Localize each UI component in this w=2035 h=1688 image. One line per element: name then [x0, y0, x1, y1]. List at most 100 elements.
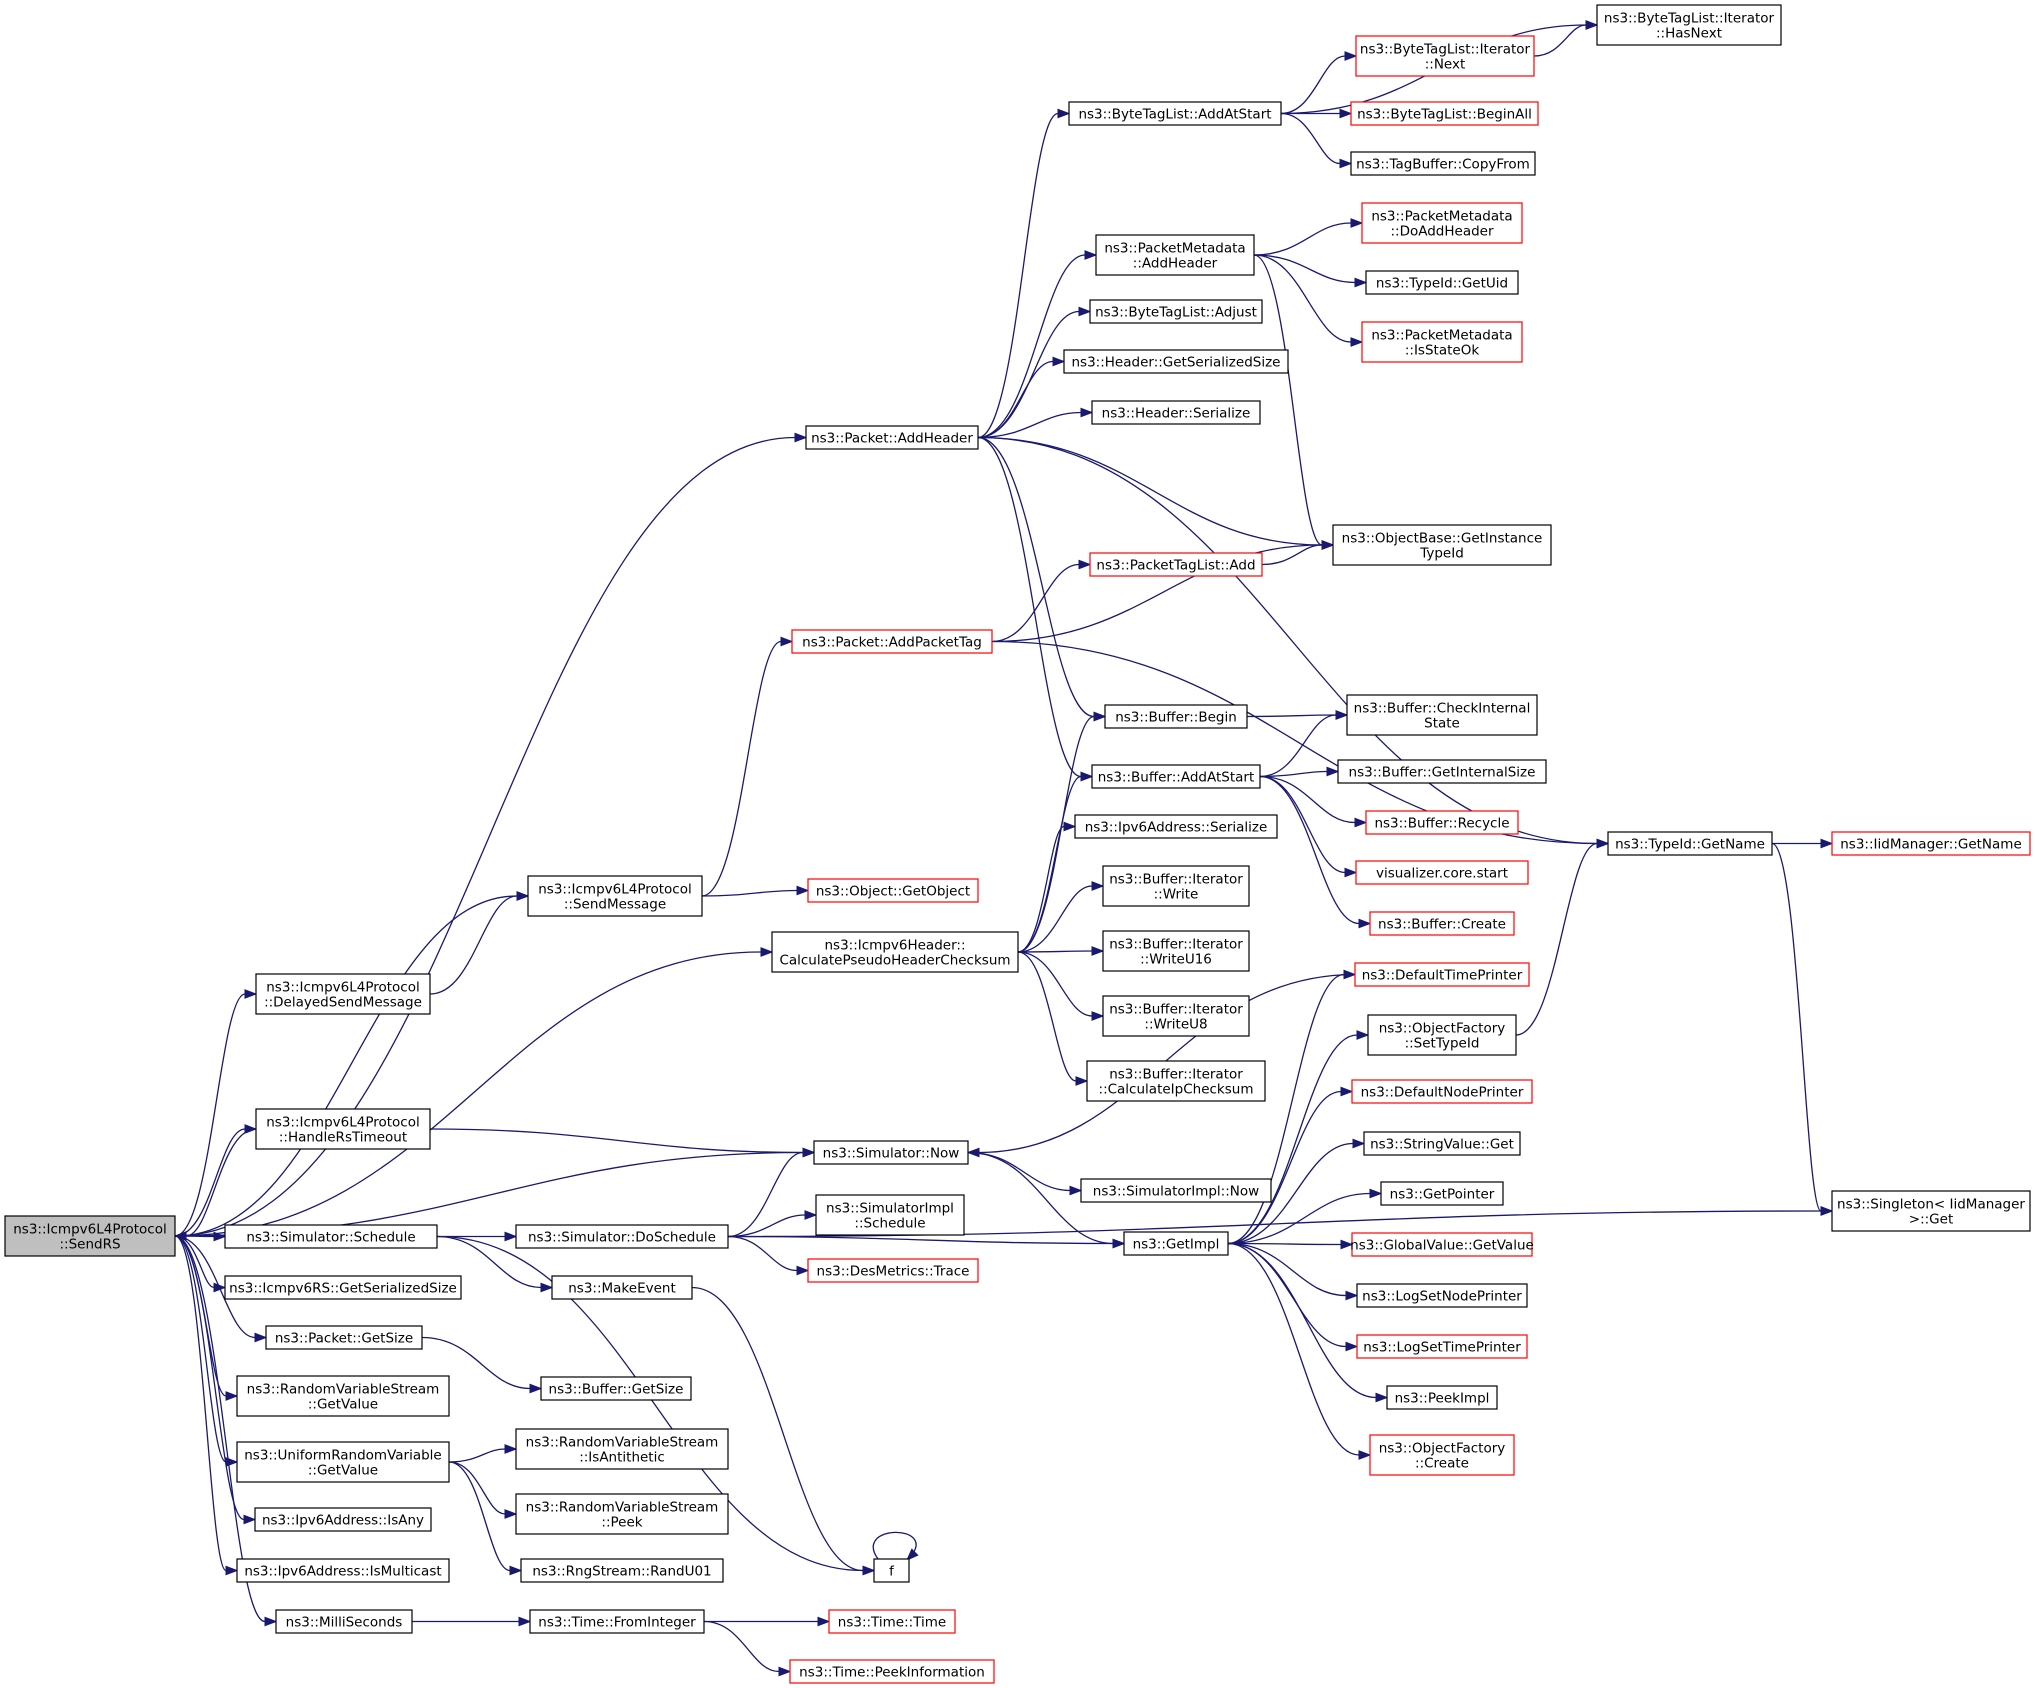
- node-pm_addheader[interactable]: ns3::PacketMetadata::AddHeader: [1095, 234, 1255, 276]
- node-btl_adjust[interactable]: ns3::ByteTagList::Adjust: [1089, 299, 1263, 324]
- node-defaulttimeprinter[interactable]: ns3::DefaultTimePrinter: [1354, 962, 1530, 987]
- node-beginall[interactable]: ns3::ByteTagList::BeginAll: [1350, 101, 1539, 126]
- node-rvs_isantithetic[interactable]: ns3::RandomVariableStream::IsAntithetic: [515, 1428, 729, 1470]
- node-label: ::DoAddHeader: [1390, 224, 1493, 240]
- arrow-head-icon: [504, 1231, 518, 1242]
- node-sim_doschedule[interactable]: ns3::Simulator::DoSchedule: [515, 1224, 729, 1249]
- node-singleton_get[interactable]: ns3::Singleton< IidManager >::Get: [1831, 1190, 2031, 1232]
- node-label: ns3::PacketMetadata: [1104, 241, 1245, 257]
- node-label: ns3::Icmpv6L4Protocol: [538, 882, 692, 898]
- node-box: [527, 875, 703, 917]
- node-b_begin[interactable]: ns3::Buffer::Begin: [1104, 704, 1248, 729]
- edge-addatstart_btl-to-next: [1280, 51, 1358, 115]
- node-sendrs[interactable]: ns3::Icmpv6L4Protocol::SendRS: [4, 1215, 176, 1257]
- node-h_serialize[interactable]: ns3::Header::Serialize: [1091, 400, 1261, 425]
- node-vis_start[interactable]: visualizer.core.start: [1355, 860, 1529, 885]
- edge-line: [174, 1235, 256, 1339]
- arrow-head-icon: [1335, 710, 1349, 720]
- node-f[interactable]: f: [873, 1558, 910, 1583]
- node-time_frominteger[interactable]: ns3::Time::FromInteger: [529, 1609, 705, 1634]
- node-getpointer[interactable]: ns3::GetPointer: [1380, 1181, 1504, 1206]
- node-delayedsend[interactable]: ns3::Icmpv6L4Protocol::DelayedSendMessag…: [255, 973, 431, 1015]
- node-b_getinternalsize[interactable]: ns3::Buffer::GetInternalSize: [1337, 759, 1547, 784]
- edge-f-to-f: [872, 1531, 919, 1561]
- node-p_getsize[interactable]: ns3::Packet::GetSize: [265, 1325, 423, 1350]
- node-sim_schedule[interactable]: ns3::Simulator::Schedule: [224, 1224, 438, 1249]
- node-ptl_add[interactable]: ns3::PacketTagList::Add: [1089, 552, 1263, 577]
- node-next[interactable]: ns3::ByteTagList::Iterator::Next: [1355, 35, 1535, 77]
- node-milliseconds[interactable]: ns3::MilliSeconds: [275, 1609, 413, 1634]
- node-calcpseudo[interactable]: ns3::Icmpv6Header::CalculatePseudoHeader…: [771, 931, 1019, 973]
- node-of_settypeid[interactable]: ns3::ObjectFactory::SetTypeId: [1367, 1014, 1517, 1056]
- node-box: [1363, 1131, 1521, 1156]
- node-rvs_peek[interactable]: ns3::RandomVariableStream::Peek: [515, 1493, 729, 1535]
- node-b_getsize[interactable]: ns3::Buffer::GetSize: [540, 1376, 692, 1401]
- node-ipv6_isany[interactable]: ns3::Ipv6Address::IsAny: [254, 1507, 432, 1532]
- node-h_getsersize[interactable]: ns3::Header::GetSerializedSize: [1063, 349, 1289, 374]
- node-bi_calcip[interactable]: ns3::Buffer::Iterator::CalculateIpChecks…: [1086, 1060, 1266, 1102]
- node-label: ns3::Singleton< IidManager: [1837, 1197, 2025, 1213]
- arrow-head-icon: [504, 1444, 518, 1454]
- arrow-head-icon: [225, 1391, 239, 1401]
- node-iid_getname[interactable]: ns3::IidManager::GetName: [1831, 831, 2031, 856]
- node-isstateok[interactable]: ns3::PacketMetadata::IsStateOk: [1361, 321, 1523, 363]
- node-label: ns3::Icmpv6RS::GetSerializedSize: [229, 1281, 457, 1297]
- node-copyfrom[interactable]: ns3::TagBuffer::CopyFrom: [1350, 151, 1536, 176]
- edge-line: [174, 1235, 227, 1463]
- node-b_addatstart[interactable]: ns3::Buffer::AddAtStart: [1091, 764, 1261, 789]
- node-urv_getvalue[interactable]: ns3::UniformRandomVariable::GetValue: [236, 1441, 450, 1483]
- node-b_create[interactable]: ns3::Buffer::Create: [1369, 911, 1515, 936]
- edge-line: [872, 1531, 917, 1560]
- node-stringvalue_get[interactable]: ns3::StringValue::Get: [1363, 1131, 1521, 1156]
- node-bi_writeu16[interactable]: ns3::Buffer::Iterator::WriteU16: [1102, 930, 1250, 972]
- node-getobject[interactable]: ns3::Object::GetObject: [807, 878, 979, 903]
- node-label: ns3::Buffer::Recycle: [1374, 816, 1509, 832]
- node-simimpl_schedule[interactable]: ns3::SimulatorImpl::Schedule: [815, 1194, 965, 1236]
- node-box: [1831, 1190, 2031, 1232]
- node-p_addheader[interactable]: ns3::Packet::AddHeader: [805, 425, 979, 450]
- node-label: ::Write: [1154, 887, 1199, 903]
- node-icmpv6rs_getsersize[interactable]: ns3::Icmpv6RS::GetSerializedSize: [224, 1275, 462, 1300]
- node-handlerstimeout[interactable]: ns3::Icmpv6L4Protocol::HandleRsTimeout: [255, 1108, 431, 1150]
- node-of_create[interactable]: ns3::ObjectFactory::Create: [1369, 1434, 1515, 1476]
- node-ipv6_serialize[interactable]: ns3::Ipv6Address::Serialize: [1074, 814, 1278, 839]
- arrow-head-icon: [1063, 821, 1077, 832]
- node-sim_now[interactable]: ns3::Simulator::Now: [813, 1140, 969, 1165]
- node-p_addpackettag[interactable]: ns3::Packet::AddPacketTag: [791, 629, 993, 654]
- edge-makeevent-to-f: [691, 1286, 876, 1576]
- node-makeevent[interactable]: ns3::MakeEvent: [551, 1275, 693, 1300]
- node-bi_writeu8[interactable]: ns3::Buffer::Iterator::WriteU8: [1102, 995, 1250, 1037]
- node-addatstart_btl[interactable]: ns3::ByteTagList::AddAtStart: [1068, 101, 1282, 126]
- node-ipv6_ismulticast[interactable]: ns3::Ipv6Address::IsMulticast: [236, 1558, 450, 1583]
- node-time_peekinfo[interactable]: ns3::Time::PeekInformation: [789, 1659, 995, 1684]
- node-box: [789, 1659, 995, 1684]
- edge-line: [1017, 951, 1077, 1082]
- node-simimpl_now[interactable]: ns3::SimulatorImpl::Now: [1080, 1178, 1272, 1203]
- node-globalvalue_get[interactable]: ns3::GlobalValue::GetValue: [1350, 1232, 1534, 1257]
- node-b_recycle[interactable]: ns3::Buffer::Recycle: [1365, 810, 1519, 835]
- node-bi_write[interactable]: ns3::Buffer::Iterator::Write: [1102, 865, 1250, 907]
- node-defaultnodeprinter[interactable]: ns3::DefaultNodePrinter: [1351, 1079, 1533, 1104]
- node-hasnext[interactable]: ns3::ByteTagList::Iterator::HasNext: [1596, 4, 1782, 46]
- node-desmetrics_trace[interactable]: ns3::DesMetrics::Trace: [807, 1258, 979, 1283]
- node-sendmessage[interactable]: ns3::Icmpv6L4Protocol::SendMessage: [527, 875, 703, 917]
- node-time_time[interactable]: ns3::Time::Time: [828, 1609, 956, 1634]
- node-peekimpl[interactable]: ns3::PeekImpl: [1386, 1385, 1498, 1410]
- arrow-head-icon: [509, 1565, 523, 1576]
- node-getimpl[interactable]: ns3::GetImpl: [1123, 1231, 1229, 1256]
- arrow-head-icon: [529, 1383, 543, 1394]
- node-pm_doaddheader[interactable]: ns3::PacketMetadata::DoAddHeader: [1361, 202, 1523, 244]
- edge-sim_now-to-simimpl_now: [967, 1151, 1083, 1196]
- node-logsetnodeprinter[interactable]: ns3::LogSetNodePrinter: [1356, 1283, 1528, 1308]
- node-label: ns3::TypeId::GetName: [1615, 837, 1765, 853]
- node-box: [1607, 831, 1773, 856]
- node-getuid[interactable]: ns3::TypeId::GetUid: [1365, 270, 1519, 295]
- node-typeid_getname[interactable]: ns3::TypeId::GetName: [1607, 831, 1773, 856]
- arrow-head-icon: [264, 1616, 278, 1627]
- edge-line: [1259, 770, 1328, 778]
- node-logsettimeprinter[interactable]: ns3::LogSetTimePrinter: [1356, 1334, 1528, 1359]
- node-rvs_getvalue[interactable]: ns3::RandomVariableStream::GetValue: [236, 1375, 450, 1417]
- node-randu01[interactable]: ns3::RngStream::RandU01: [520, 1558, 724, 1583]
